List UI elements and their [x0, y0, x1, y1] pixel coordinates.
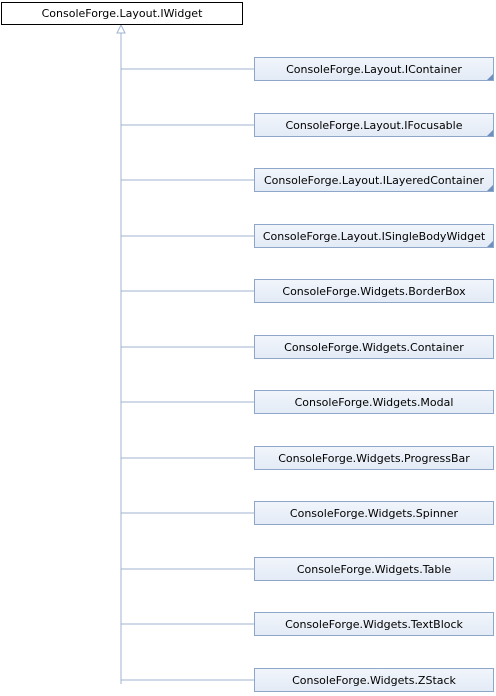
class-node-label: ConsoleForge.Layout.ISingleBodyWidget — [262, 229, 486, 243]
class-node-ifocusable[interactable]: ConsoleForge.Layout.IFocusable — [254, 113, 494, 137]
class-node-ilayeredcontainer[interactable]: ConsoleForge.Layout.ILayeredContainer — [254, 168, 494, 192]
class-node-label: ConsoleForge.Widgets.ZStack — [292, 673, 456, 687]
inheritance-arrowhead — [116, 23, 126, 34]
root-class-node[interactable]: ConsoleForge.Layout.IWidget — [1, 2, 243, 25]
root-class-label: ConsoleForge.Layout.IWidget — [41, 7, 203, 20]
class-node-label: ConsoleForge.Widgets.ProgressBar — [278, 451, 470, 465]
class-node-progressbar[interactable]: ConsoleForge.Widgets.ProgressBar — [254, 446, 494, 470]
class-node-label: ConsoleForge.Widgets.TextBlock — [285, 617, 463, 631]
class-node-isinglebodywidget[interactable]: ConsoleForge.Layout.ISingleBodyWidget — [254, 224, 494, 248]
class-node-container[interactable]: ConsoleForge.Widgets.Container — [254, 335, 494, 359]
class-node-label: ConsoleForge.Widgets.Table — [296, 562, 452, 576]
class-node-label: ConsoleForge.Widgets.BorderBox — [282, 284, 466, 298]
class-node-modal[interactable]: ConsoleForge.Widgets.Modal — [254, 390, 494, 414]
class-node-label: ConsoleForge.Widgets.Modal — [294, 395, 454, 409]
class-node-icontainer[interactable]: ConsoleForge.Layout.IContainer — [254, 57, 494, 81]
class-node-borderbox[interactable]: ConsoleForge.Widgets.BorderBox — [254, 279, 494, 303]
class-node-zstack[interactable]: ConsoleForge.Widgets.ZStack — [254, 668, 494, 692]
class-node-textblock[interactable]: ConsoleForge.Widgets.TextBlock — [254, 612, 494, 636]
class-node-label: ConsoleForge.Layout.IFocusable — [285, 118, 463, 132]
class-node-label: ConsoleForge.Widgets.Container — [284, 340, 464, 354]
connector-branches — [121, 68, 254, 681]
class-node-label: ConsoleForge.Layout.IContainer — [286, 62, 462, 76]
class-node-spinner[interactable]: ConsoleForge.Widgets.Spinner — [254, 501, 494, 525]
class-node-label: ConsoleForge.Layout.ILayeredContainer — [264, 173, 484, 187]
class-node-label: ConsoleForge.Widgets.Spinner — [289, 506, 459, 520]
class-node-table[interactable]: ConsoleForge.Widgets.Table — [254, 557, 494, 581]
